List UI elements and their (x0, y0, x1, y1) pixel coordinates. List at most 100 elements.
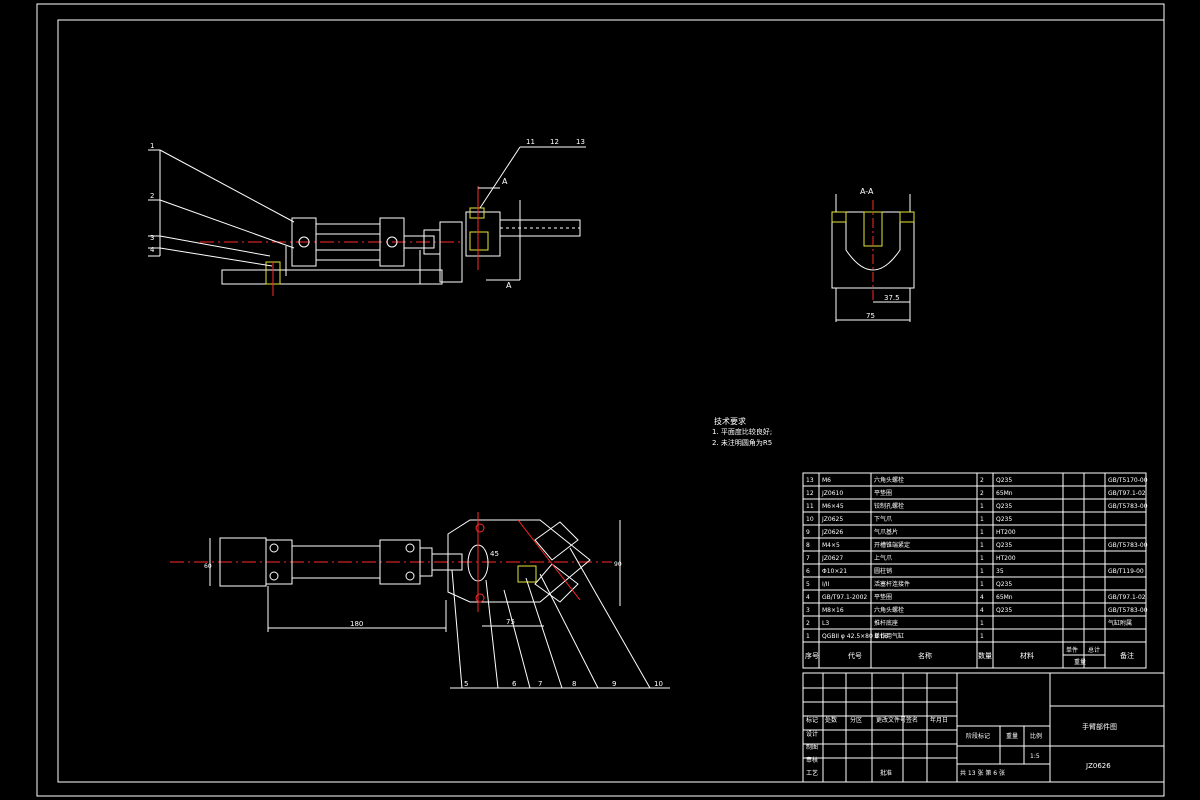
callout-3: 3 (150, 234, 154, 242)
callout-2: 2 (150, 192, 154, 200)
title-row-label: 分区 (850, 716, 862, 724)
bom-cell-qty: 1 (980, 516, 984, 523)
dim-37-5: 37.5 (884, 294, 900, 302)
bom-cell-qty: 1 (980, 542, 984, 549)
bom-header-single: 单件 (1066, 646, 1078, 654)
approve-label: 批准 (880, 769, 892, 777)
bom-cell-qty: 1 (980, 581, 984, 588)
callout-12: 12 (550, 138, 559, 146)
bom-cell-no: 8 (806, 542, 810, 549)
bom-cell-code: JZ0610 (821, 490, 843, 497)
bom-cell-no: 7 (806, 555, 810, 562)
bom-cell-no: 1 (806, 633, 810, 640)
bom-cell-qty: 1 (980, 503, 984, 510)
angle-label: 45 (490, 550, 499, 558)
title-role: 设计 (806, 730, 818, 738)
bom-cell-name: 铰制孔螺栓 (874, 502, 904, 510)
bom-cell-name: 单作用气缸 (874, 632, 904, 640)
bom-cell-code: M6×45 (822, 503, 844, 510)
bom-cell-material: Q235 (996, 607, 1012, 614)
bom-cell-std: GB/T97.1-02 (1108, 594, 1146, 601)
dim-height-right: 90 (614, 561, 622, 568)
bom-header-qty: 数量 (978, 651, 992, 660)
bom-cell-code: Φ10×21 (822, 568, 847, 575)
weight-label: 重量 (1006, 732, 1018, 740)
bom-cell-no: 11 (806, 503, 814, 510)
outer-frame (36, 3, 1165, 797)
scale-label: 比例 (1030, 732, 1042, 740)
section-view: A-A 37.5 75 (831, 187, 915, 322)
bom-cell-material: Q235 (996, 477, 1012, 484)
callout-7: 7 (538, 680, 542, 688)
callout-4: 4 (150, 246, 155, 254)
bom-cell-material: Q235 (996, 581, 1012, 588)
bom-cell-name: 六角头螺栓 (874, 476, 904, 484)
bom-cell-std: GB/T5783-00 (1108, 503, 1148, 510)
bom-header-code: 代号 (848, 651, 862, 660)
bom-cell-no: 13 (806, 477, 814, 484)
callout-9: 9 (612, 680, 616, 688)
callout-5: 5 (464, 680, 468, 688)
bom-header-remark: 备注 (1120, 651, 1134, 660)
title-role: 制图 (806, 743, 818, 751)
bom-cell-material: Q235 (996, 503, 1012, 510)
bom-cell-std: GB/T97.1-02 (1108, 490, 1146, 497)
top-view: 45 180 75 60 90 5 6 7 8 9 10 (170, 512, 670, 689)
dim-75-top: 75 (506, 618, 515, 626)
title-row-label: 更改文件号 (876, 716, 906, 724)
bom-cell-material: Q235 (996, 516, 1012, 523)
bom-cell-std: GB/T5783-00 (1108, 542, 1148, 549)
section-marker-bottom: A (506, 281, 512, 290)
callout-11: 11 (526, 138, 535, 146)
bom-cell-material: 65Mn (996, 490, 1013, 497)
bom-cell-name: 活塞杆连接件 (874, 580, 910, 588)
dim-height-left: 60 (204, 563, 212, 570)
bom-cell-no: 10 (806, 516, 814, 523)
inner-frame (57, 19, 1165, 783)
bom-cell-material: 65Mn (996, 594, 1013, 601)
bom-cell-no: 12 (806, 490, 814, 497)
bom-cell-name: 上气爪 (874, 554, 892, 562)
sheet-info: 共 13 张 第 6 张 (960, 769, 1005, 777)
bom-cell-code: M6 (822, 477, 831, 484)
bom-header-weight: 重量 (1074, 658, 1086, 666)
bom-cell-code: M4×5 (822, 542, 840, 549)
bom-cell-code: JZ0626 (821, 529, 843, 536)
bom-cell-qty: 2 (980, 490, 984, 497)
bom-cell-no: 9 (806, 529, 810, 536)
bom-cell-no: 4 (806, 594, 810, 601)
bom-cell-material: 35 (996, 568, 1004, 575)
bom-cell-qty: 1 (980, 555, 984, 562)
bom-cell-name: 开槽锥端紧定 (874, 541, 910, 549)
drawing-code: JZ0626 (1085, 762, 1111, 770)
title-row-label: 签名 (906, 716, 918, 724)
bom-cell-material: Q235 (996, 542, 1012, 549)
notes-line-2: 2. 未注明圆角为R5 (712, 438, 772, 447)
stage-label: 阶段标记 (966, 732, 990, 740)
title-role: 工艺 (806, 769, 818, 777)
callout-1: 1 (150, 142, 154, 150)
bom-cell-qty: 1 (980, 633, 984, 640)
title-block: 阶段标记 重量 比例 1:5 共 13 张 第 6 张 手臂部件图 JZ0626… (802, 672, 1165, 783)
drawing-title: 手臂部件图 (1082, 722, 1117, 731)
bom-cell-code: M8×16 (822, 607, 844, 614)
bom-cell-name: 平垫圈 (874, 593, 892, 601)
technical-notes: 技术要求 1. 平面度比较良好; 2. 未注明圆角为R5 (712, 416, 772, 447)
bom-cell-qty: 1 (980, 568, 984, 575)
title-row-label: 标记 (806, 716, 818, 724)
bom-cell-no: 6 (806, 568, 810, 575)
scale-value: 1:5 (1030, 753, 1040, 760)
title-role: 审核 (806, 756, 818, 764)
bom-cell-name: 六角头螺栓 (874, 606, 904, 614)
bom-cell-code: JZ0625 (821, 516, 843, 523)
bom-cell-no: 5 (806, 581, 810, 588)
bom-cell-std: GB/T5170-00 (1108, 477, 1148, 484)
bom-cell-qty: 4 (980, 607, 984, 614)
title-row-label: 处数 (825, 716, 837, 724)
bom-cell-code: QGBII φ 42.5×80 B LB (822, 633, 888, 640)
bom-cell-std: GB/T5783-00 (1108, 607, 1148, 614)
bom-cell-name: 气爪基片 (874, 528, 898, 536)
bom-cell-material: HT200 (996, 529, 1016, 536)
section-marker-top: A (502, 177, 508, 186)
